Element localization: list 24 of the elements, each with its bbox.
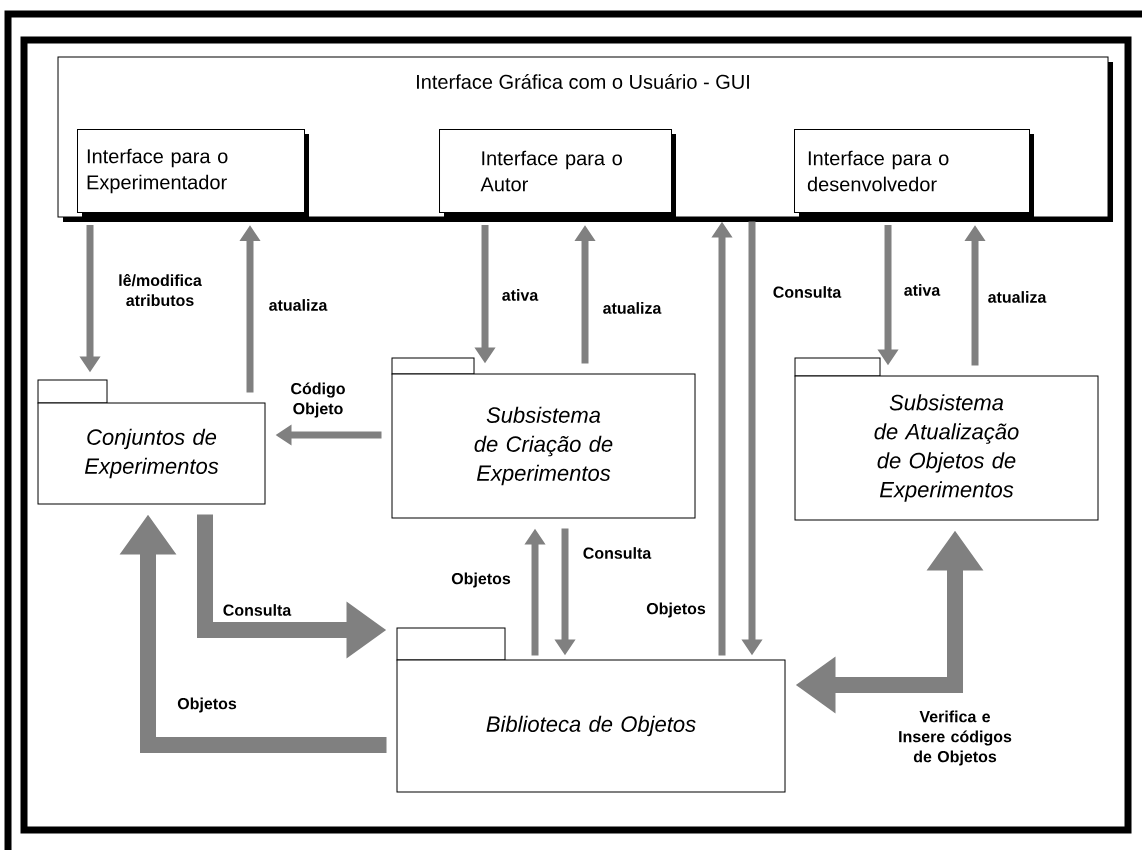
edge-label: Código Objeto (282, 381, 354, 419)
edge-label: ativa (902, 283, 942, 297)
node-label: Interface para o Autor (480, 150, 622, 192)
edge-label: Consulta (221, 603, 293, 617)
interface-box: Interface para o Experimentador (77, 129, 309, 217)
edge-label: atualiza (267, 298, 329, 312)
edge-label: Consulta (771, 285, 843, 299)
edge-label: Objetos (645, 601, 707, 619)
edge-label: Objetos (450, 571, 512, 589)
node-label: Interface para o Experimentador (87, 148, 228, 194)
node-label: Interface para o desenvolvedor (807, 150, 949, 192)
edge-label: Verifica e Insere códigos de Objetos (884, 709, 1026, 767)
interface-box: Interface para o Autor (439, 129, 676, 217)
package-folder: Subsistema de Criação de Experimentos (391, 357, 696, 519)
interface-box: Interface para o desenvolvedor (794, 129, 1034, 217)
package-folder: Subsistema de Atualização de Objetos de Experimentos (794, 357, 1099, 521)
edge-label: ativa (500, 288, 540, 302)
edge-label: atualiza (986, 290, 1048, 304)
package-folder: Biblioteca de Objetos (396, 627, 786, 793)
edge-label: atualiza (601, 301, 663, 315)
edge-label: Objetos (176, 696, 238, 714)
edge-label: lê/modifica atributos (111, 272, 209, 308)
package-folder: Conjuntos de Experimentos (37, 379, 266, 505)
edge-label: Consulta (581, 546, 653, 560)
